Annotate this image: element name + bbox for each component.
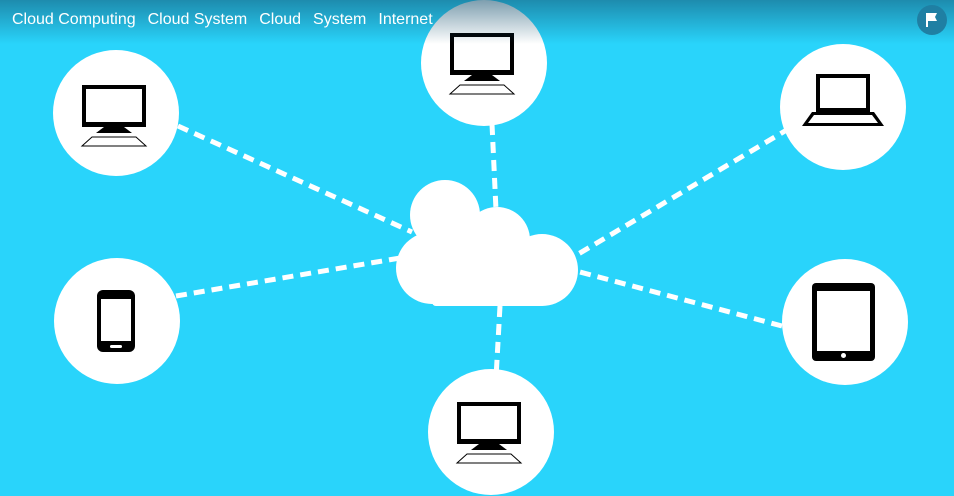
tag-cloud-system[interactable]: Cloud System [147,11,248,28]
tag-internet[interactable]: Internet [378,11,433,28]
connector-middle-left [175,255,401,299]
desktop-monitor-icon [80,85,148,147]
flag-icon [926,13,937,27]
laptop-icon [802,74,884,126]
connector-top-center [489,123,499,211]
tag-cloud-computing[interactable]: Cloud Computing [12,11,136,28]
tag-bar: Cloud Computing Cloud System Cloud Syste… [0,0,954,44]
connector-top-right [573,125,792,259]
connector-bottom-center [493,305,503,379]
tag-system[interactable]: System [313,11,367,28]
cloud-icon [396,180,578,306]
smartphone-icon [97,290,135,352]
connector-middle-right [579,269,783,329]
tag-cloud[interactable]: Cloud [259,11,302,28]
desktop-monitor-icon [455,402,523,464]
tablet-icon [812,283,875,361]
report-button[interactable] [917,5,947,35]
connector-top-left [176,123,414,235]
